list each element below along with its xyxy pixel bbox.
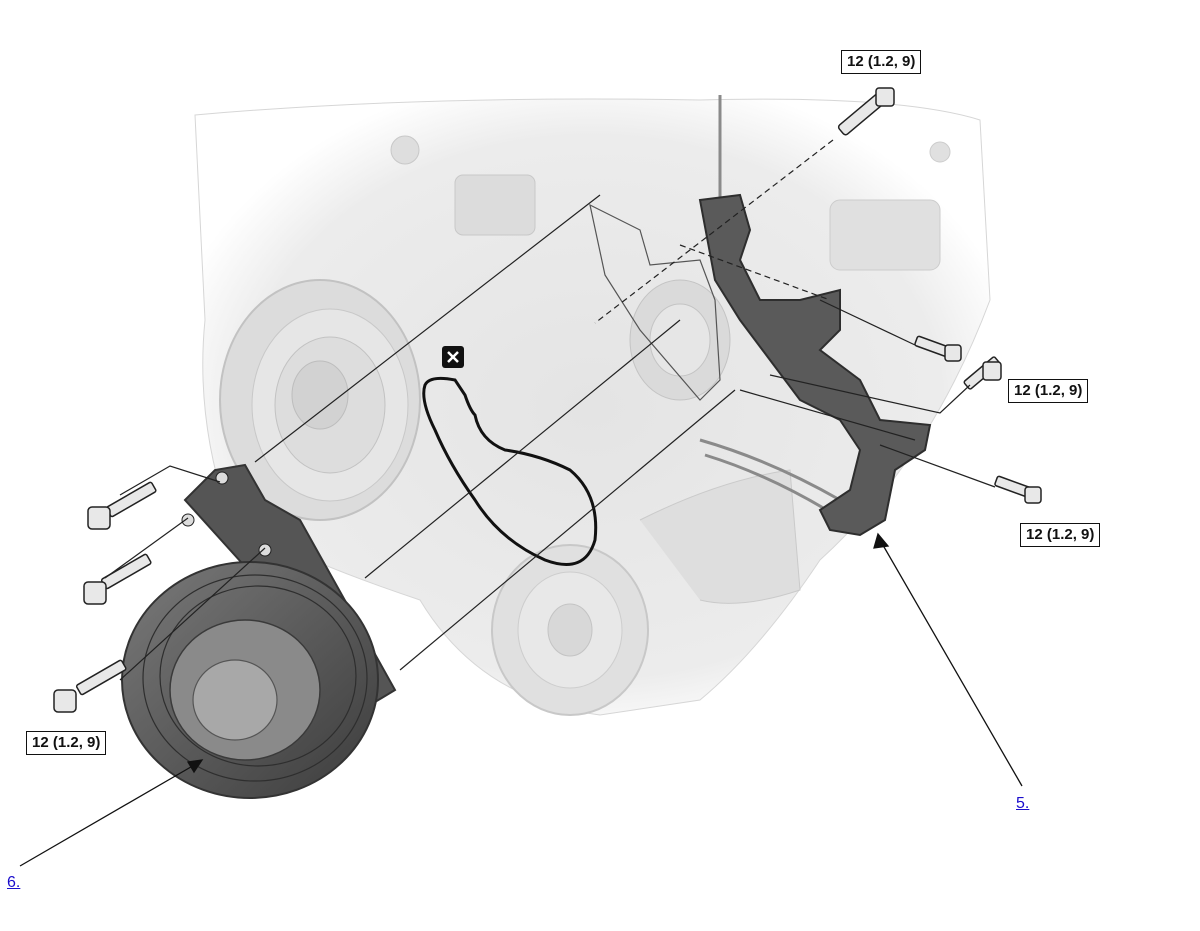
torque-label-right-lower: 12 (1.2, 9)	[1020, 523, 1101, 547]
water-pump-pulley	[121, 463, 397, 799]
torque-label-left: 12 (1.2, 9)	[26, 731, 107, 755]
bolt-left-3	[53, 659, 127, 713]
bolt-right-2	[963, 356, 1002, 390]
bolt-right-1	[914, 335, 962, 362]
dashed-lines	[594, 139, 834, 324]
callout-link-pulley[interactable]: 6.	[7, 874, 21, 891]
alignment-lines	[104, 194, 996, 681]
bolt-left-1	[87, 481, 157, 530]
crankshaft-pulley-faded	[219, 279, 421, 521]
callout-link-bracket[interactable]: 5.	[1016, 795, 1030, 812]
replace-part-icon	[442, 346, 464, 368]
bolt-top	[837, 87, 895, 136]
bolt-left-2	[83, 553, 152, 605]
bolt-right-3	[994, 475, 1042, 504]
compressor-pulley-faded	[491, 469, 801, 716]
coolant-pipes	[699, 95, 841, 517]
callout-arrows	[19, 532, 1023, 867]
torque-label-top: 12 (1.2, 9)	[841, 50, 922, 74]
bracket-part	[698, 193, 932, 537]
torque-label-right-upper: 12 (1.2, 9)	[1008, 379, 1089, 403]
